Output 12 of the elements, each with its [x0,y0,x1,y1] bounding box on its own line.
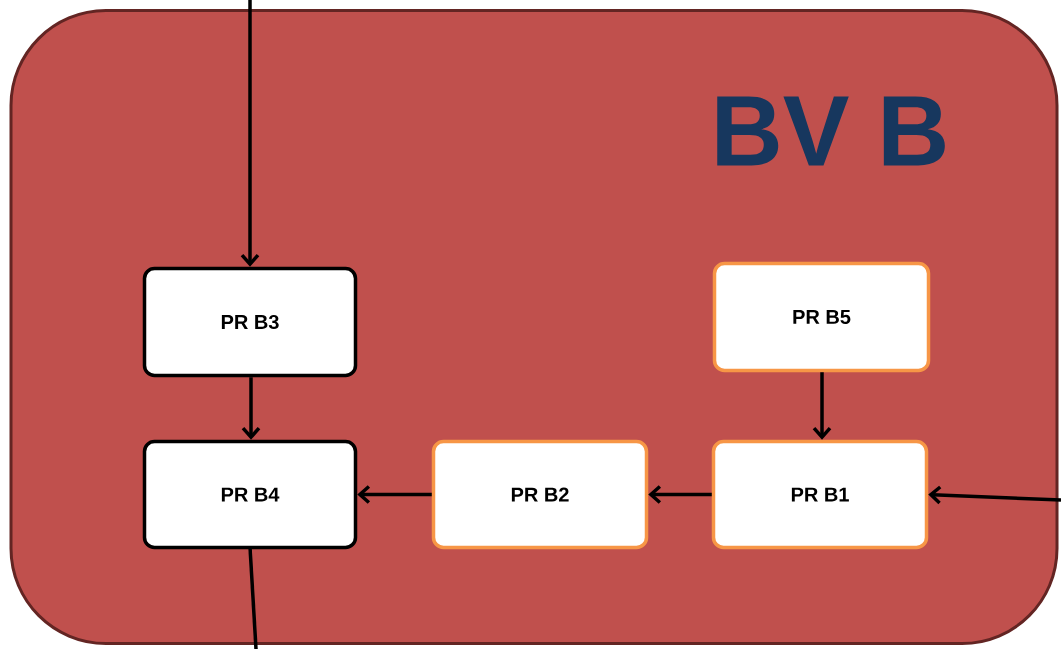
process-box: PR B4 [142,439,358,550]
process-box: PR B3 [142,266,358,378]
arrow [241,377,261,440]
arrow [240,0,260,267]
arrow [648,485,712,504]
arrow [812,372,832,440]
arrow [928,485,1061,505]
process-box: PR B1 [711,439,929,550]
process-box: PR B2 [431,439,649,550]
panel-title: BV B [717,96,945,166]
process-box: PR B5 [712,261,931,373]
arrow [357,485,432,504]
